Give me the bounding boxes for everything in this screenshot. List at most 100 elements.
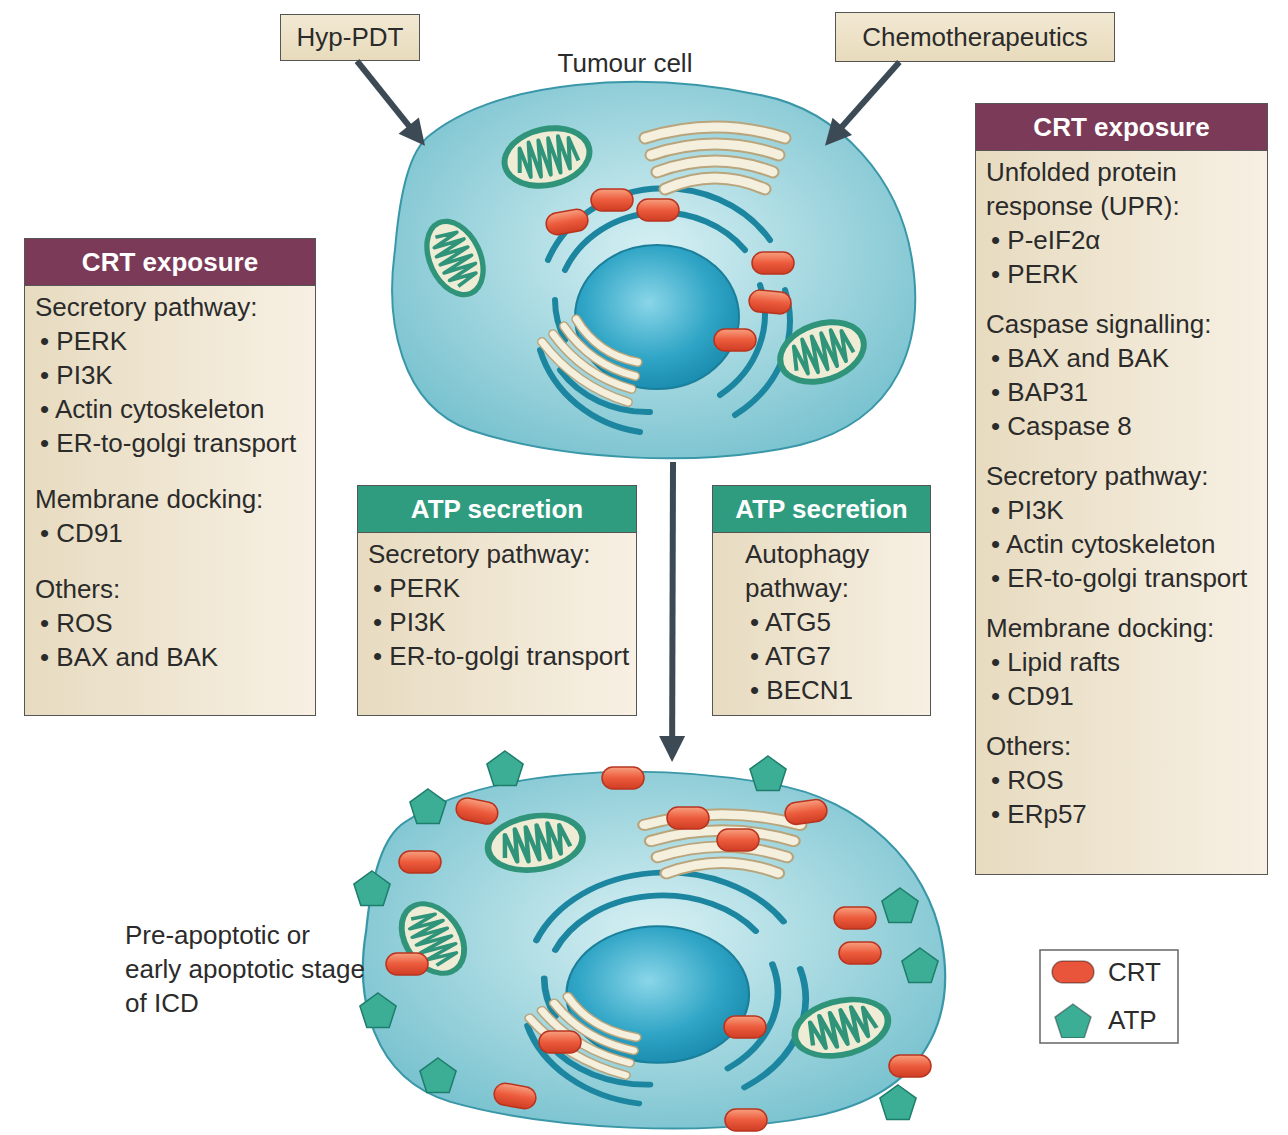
- arrow-line: [357, 61, 412, 130]
- tumour-cell: Tumour cell: [425, 90, 825, 462]
- list-item: • Actin cytoskeleton: [986, 527, 1261, 561]
- list-item: • ATG7: [745, 639, 924, 673]
- list-item: • ER-to-golgi transport: [986, 561, 1261, 595]
- arrow-connector: [357, 61, 425, 146]
- arrow-connector: [825, 62, 899, 146]
- category-heading: Secretory pathway:: [35, 290, 309, 324]
- tumour-cell-drawing: [392, 82, 915, 458]
- list-item: • ROS: [35, 606, 309, 640]
- legend-label: ATP: [1108, 1005, 1157, 1036]
- list-item: • BAP31: [986, 375, 1261, 409]
- treatment-box: Hyp-PDT: [280, 14, 420, 61]
- crt-exposed: [386, 767, 931, 1131]
- crt-protein: [602, 767, 644, 789]
- category-heading: Secretory pathway:: [368, 537, 630, 571]
- legend-swatch: [1050, 954, 1096, 990]
- atp-panel: ATP secretionAutophagy pathway:• ATG5• A…: [712, 485, 931, 716]
- list-item: • Caspase 8: [986, 409, 1261, 443]
- arrow-connector: [659, 462, 685, 762]
- atp-molecule: [410, 789, 446, 823]
- atp-molecule: [487, 751, 523, 785]
- list-item: • P-eIF2α: [986, 223, 1261, 257]
- list-item: • ATG5: [745, 605, 924, 639]
- crt-protein: [399, 851, 441, 873]
- crt-on-er: [544, 189, 794, 351]
- category-heading: Others:: [986, 729, 1261, 763]
- crt-protein: [667, 807, 709, 829]
- treatment-box: Chemotherapeutics: [835, 12, 1115, 62]
- crt-protein: [492, 1082, 537, 1111]
- panel-body: Secretory pathway:• PERK• PI3K• ER-to-go…: [358, 533, 636, 673]
- panel-header: CRT exposure: [976, 104, 1267, 151]
- box-label: Chemotherapeutics: [862, 22, 1087, 53]
- category-heading: Membrane docking:: [35, 482, 309, 516]
- atp-molecule: [880, 1085, 916, 1119]
- atp-swatch: [1055, 1004, 1091, 1038]
- atp-panel: ATP secretionSecretory pathway:• PERK• P…: [357, 485, 637, 716]
- crt-protein: [724, 1016, 766, 1038]
- list-item: • CD91: [35, 516, 309, 550]
- panel-header: CRT exposure: [25, 239, 315, 286]
- list-item: • ER-to-golgi transport: [368, 639, 630, 673]
- crt-protein: [748, 289, 792, 315]
- list-item: • PERK: [35, 324, 309, 358]
- crt-protein: [784, 798, 829, 826]
- crt-protein: [752, 252, 794, 274]
- arrow-line: [839, 62, 900, 130]
- category-heading: Caspase signalling:: [986, 307, 1261, 341]
- panel-body: Autophagy pathway:• ATG5• ATG7• BECN1: [713, 533, 930, 707]
- atp-molecule: [360, 993, 396, 1027]
- legend-frame: [1040, 950, 1178, 1043]
- crt-protein: [834, 907, 876, 929]
- panel-body: Secretory pathway:• PERK• PI3K• Actin cy…: [25, 286, 315, 674]
- crt-protein: [889, 1055, 931, 1077]
- atp-molecule: [750, 756, 786, 790]
- atp-molecule: [420, 1058, 456, 1092]
- category-heading: Membrane docking:: [986, 611, 1261, 645]
- arrow-line: [669, 462, 676, 741]
- crt-panel: CRT exposureUnfolded protein response (U…: [975, 103, 1268, 875]
- list-item: • Lipid rafts: [986, 645, 1261, 679]
- crt-protein: [454, 796, 500, 826]
- category-heading: Autophagy pathway:: [745, 537, 924, 605]
- panel-header: ATP secretion: [358, 486, 636, 533]
- crt-protein: [539, 1031, 581, 1053]
- crt-protein: [386, 953, 428, 975]
- legend-entry: CRT: [1050, 952, 1161, 992]
- crt-protein: [544, 208, 589, 237]
- crt-protein: [839, 942, 881, 964]
- atp-molecule: [902, 948, 938, 982]
- atp-molecule: [882, 888, 918, 922]
- arrow-head: [825, 118, 852, 146]
- list-item: • BECN1: [745, 673, 924, 707]
- legend-swatch: [1050, 1002, 1096, 1038]
- crt-protein: [714, 329, 756, 351]
- panel-header: ATP secretion: [713, 486, 930, 533]
- crt-protein: [717, 829, 759, 851]
- list-item: • Actin cytoskeleton: [35, 392, 309, 426]
- list-item: • ER-to-golgi transport: [35, 426, 309, 460]
- list-item: • ROS: [986, 763, 1261, 797]
- list-item: • PI3K: [368, 605, 630, 639]
- category-heading: Unfolded protein response (UPR):: [986, 155, 1261, 223]
- panel-body: Unfolded protein response (UPR):• P-eIF2…: [976, 151, 1267, 831]
- arrow-head: [659, 736, 685, 762]
- arrow-head: [399, 117, 425, 145]
- category-heading: Others:: [35, 572, 309, 606]
- crt-protein: [637, 199, 679, 221]
- crt-protein: [591, 189, 633, 211]
- crt-swatch: [1052, 961, 1094, 983]
- icd-cell-drawing: [363, 772, 945, 1129]
- box-label: Hyp-PDT: [297, 22, 404, 53]
- crt-protein: [725, 1109, 767, 1131]
- cell-label: Pre-apoptotic or early apoptotic stage o…: [125, 918, 365, 1020]
- atp-molecule: [354, 871, 390, 905]
- list-item: • CD91: [986, 679, 1261, 713]
- list-item: • PI3K: [986, 493, 1261, 527]
- list-item: • BAX and BAK: [986, 341, 1261, 375]
- list-item: • ERp57: [986, 797, 1261, 831]
- cell-label: Tumour cell: [425, 46, 825, 80]
- category-heading: Secretory pathway:: [986, 459, 1261, 493]
- list-item: • PI3K: [35, 358, 309, 392]
